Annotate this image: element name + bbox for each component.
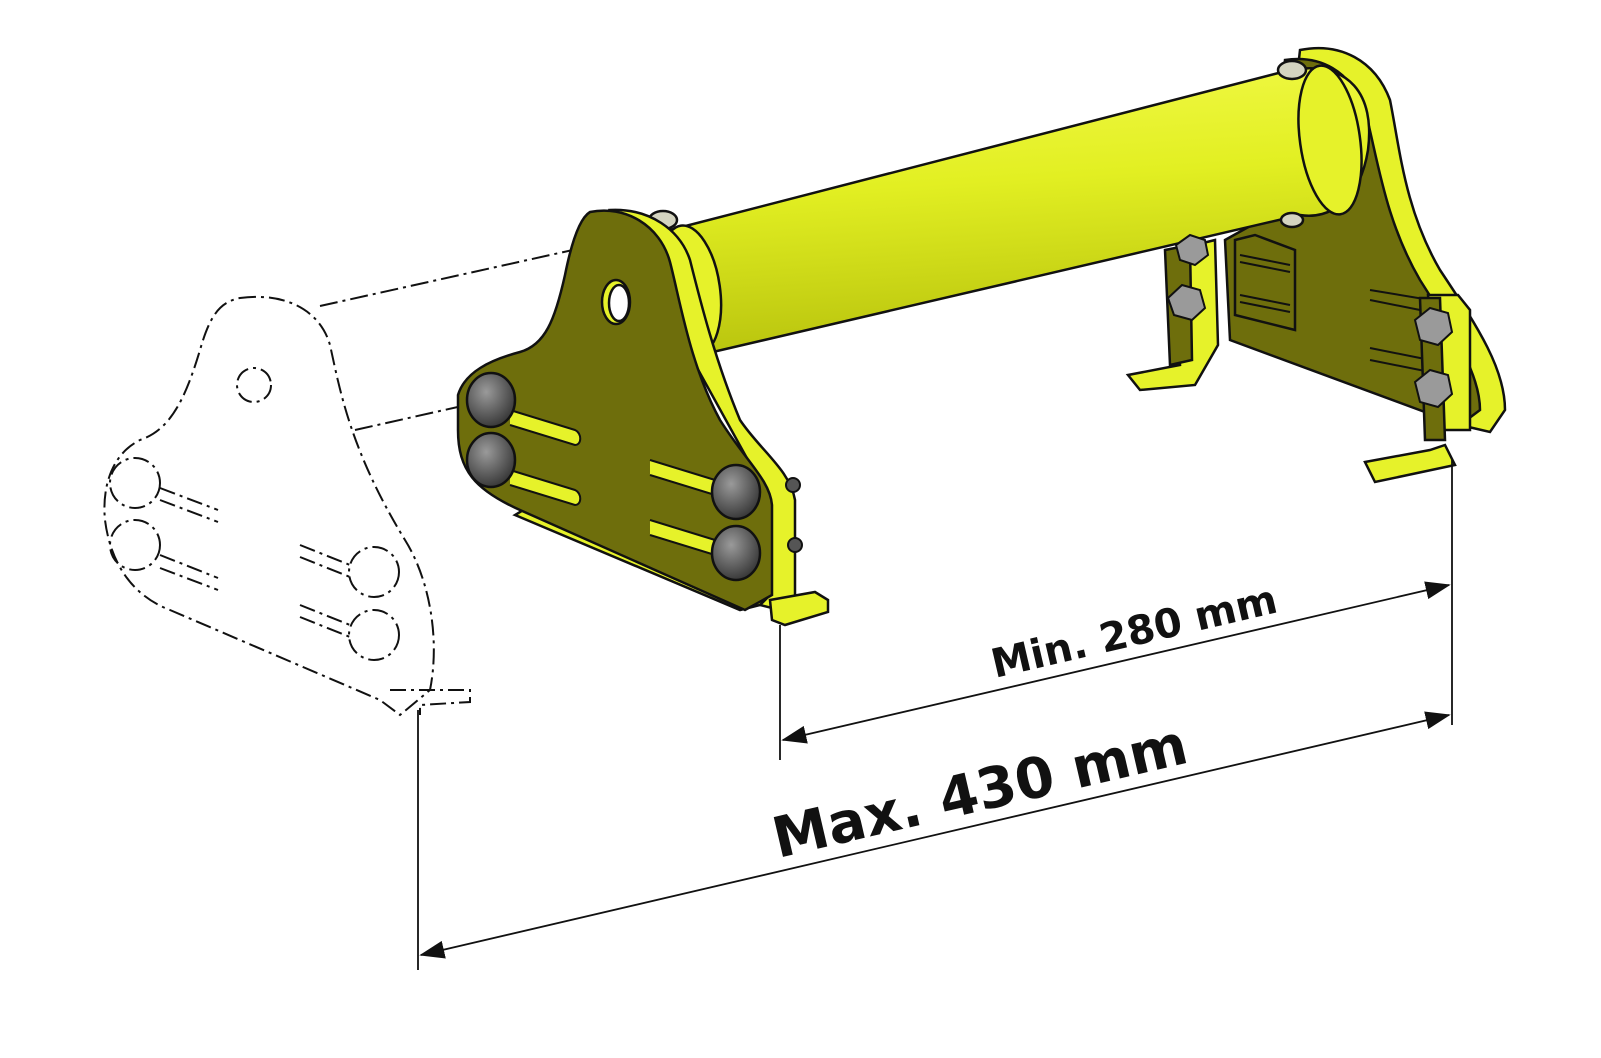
- dimension-lines: [417, 460, 1453, 970]
- min-dimension-line: [781, 581, 1451, 744]
- nut-icon: [785, 233, 1454, 553]
- max-dimension-label: Max. 430 mm: [766, 712, 1193, 871]
- phantom-plate: [103, 295, 471, 717]
- rear-clamp: [1125, 233, 1297, 392]
- max-dimension-line: [419, 711, 1451, 959]
- front-bracket: [456, 208, 830, 627]
- bolt-icon: [465, 371, 762, 582]
- min-dimension-label: Min. 280 mm: [987, 577, 1282, 688]
